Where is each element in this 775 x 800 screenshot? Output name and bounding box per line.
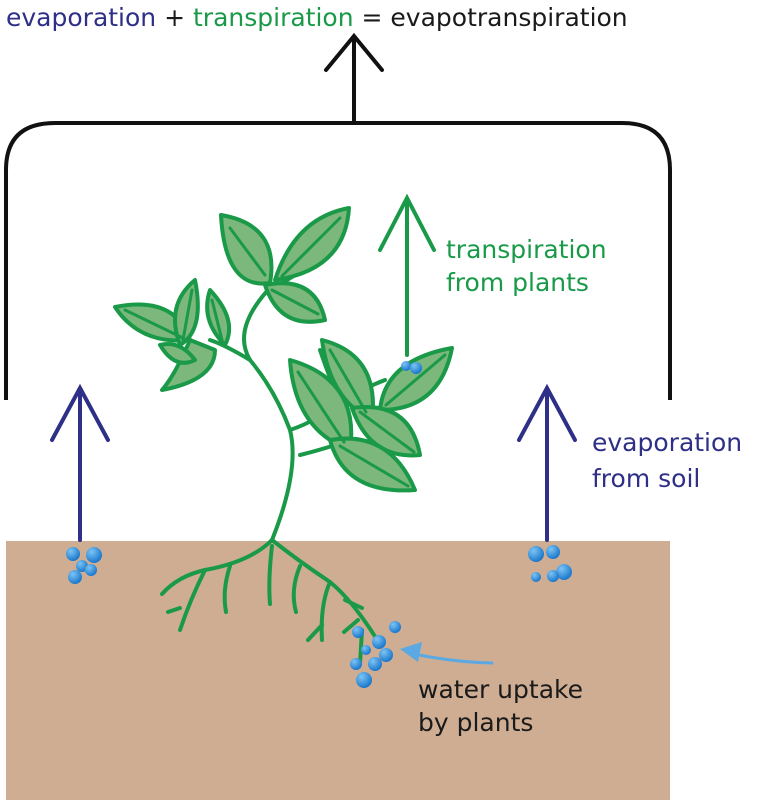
evaporation-label: evaporation from soil (592, 428, 750, 493)
evaporation-label-line1: evaporation (592, 428, 742, 457)
equation-equals: = (354, 3, 391, 32)
water-drops-roots (350, 621, 401, 688)
transpiration-label-line2: from plants (446, 268, 589, 297)
equation-transpiration: transpiration (193, 3, 354, 32)
leaf (205, 288, 232, 347)
transpiration-label: transpiration from plants (446, 235, 615, 297)
evaporation-label-line2: from soil (592, 464, 700, 493)
leaf-veins (123, 216, 447, 488)
water-drops-right (528, 545, 572, 582)
evaporation-arrow-left (50, 383, 110, 542)
evapotranspiration-arrow (324, 32, 384, 125)
plant-leaves (113, 206, 454, 493)
water-drops-leaf (401, 361, 422, 374)
water-uptake-label-line1: water uptake (418, 675, 583, 704)
equation-evapotranspiration: evapotranspiration (390, 3, 627, 32)
combining-bracket (4, 121, 672, 400)
evaporation-arrow-right (517, 383, 577, 542)
transpiration-arrow (378, 193, 436, 357)
water-uptake-label-line2: by plants (418, 708, 533, 737)
transpiration-label-line1: transpiration (446, 235, 607, 264)
equation-plus: + (156, 3, 193, 32)
water-drops-left (66, 547, 102, 584)
equation-title: evaporation + transpiration = evapotrans… (6, 3, 628, 32)
plant-roots (160, 538, 378, 666)
soil (6, 541, 670, 800)
water-uptake-label: water uptake by plants (418, 675, 591, 737)
leaf (158, 342, 197, 365)
equation-evaporation: evaporation (6, 3, 156, 32)
water-uptake-arrow (400, 642, 494, 665)
